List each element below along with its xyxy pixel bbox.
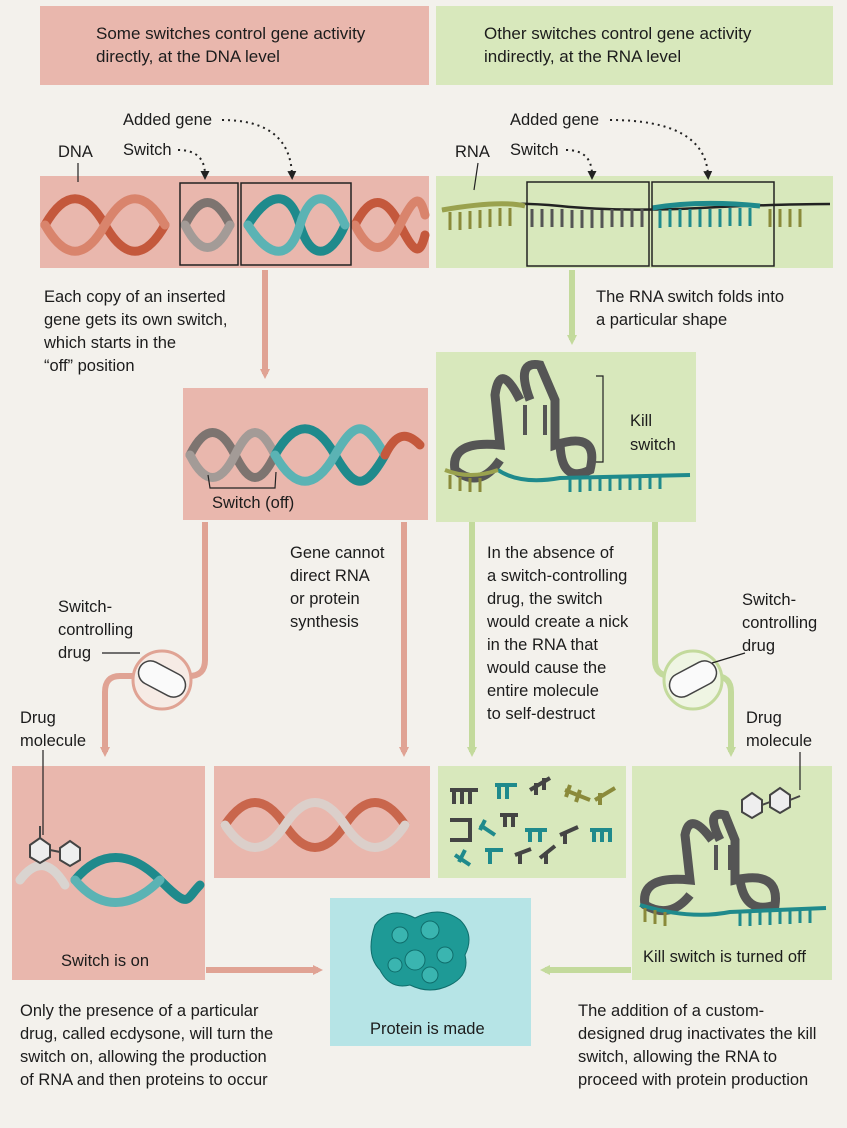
left-switch-label: Switch [123,139,172,161]
left-drug-molecule-icon [30,826,80,866]
left-caption-1-line-4: “off” position [44,355,135,377]
absence-caption-line-1: In the absence of [487,542,614,564]
absence-caption-line-8: to self-destruct [487,703,595,725]
right-header-text: Other switches control gene activity ind… [484,22,774,68]
bottom-right-caption-line-4: proceed with protein production [578,1069,808,1091]
right-drug-molecule-icon [742,788,800,818]
left-caption-1-line-2: gene gets its own switch, [44,309,227,331]
gene-cannot-line-2: direct RNA [290,565,370,587]
bottom-right-caption-line-3: switch, allowing the RNA to [578,1046,777,1068]
left-caption-1-line-1: Each copy of an inserted [44,286,226,308]
absence-caption-line-7: entire molecule [487,680,599,702]
left-caption-1-line-3: which starts in the [44,332,176,354]
dna-helix-inactive [225,803,405,848]
right-caption-1-line-2: a particular shape [596,309,727,331]
gene-cannot-line-1: Gene cannot [290,542,385,564]
bottom-left-caption-line-4: of RNA and then proteins to occur [20,1069,268,1091]
right-switch-label: Switch [510,139,559,161]
rna-strand-top [442,203,830,230]
dna-helix-switch-on [20,858,200,903]
protein-label: Protein is made [370,1018,485,1040]
right-drug-label-3: drug [742,635,775,657]
dna-helix-switch-off [190,429,420,482]
bottom-left-caption-line-2: drug, called ecdysone, will turn the [20,1023,273,1045]
kill-switch-label-2: switch [630,434,676,456]
left-header-text: Some switches control gene activity dire… [96,22,386,68]
right-molecule-label-2: molecule [746,730,812,752]
gene-cannot-line-3: or protein [290,588,360,610]
right-molecule-label-1: Drug [746,707,782,729]
kill-off-label: Kill switch is turned off [643,946,806,968]
left-drug-label-3: drug [58,642,91,664]
absence-caption-line-2: a switch-controlling [487,565,627,587]
bottom-right-caption-line-1: The addition of a custom- [578,1000,764,1022]
right-drug-pill-icon [664,651,722,709]
right-drug-label-2: controlling [742,612,817,634]
kill-switch-label-1: Kill [630,410,652,432]
switch-on-label: Switch is on [61,950,149,972]
rna-label: RNA [455,141,490,163]
protein-icon [371,912,469,990]
left-drug-pill-icon [133,651,191,709]
kill-switch-off-rna [640,814,826,926]
absence-caption-line-3: drug, the switch [487,588,603,610]
left-connectors [105,270,404,970]
kill-switch-rna [445,364,690,492]
absence-caption-line-5: in the RNA that [487,634,598,656]
right-drug-label-1: Switch- [742,589,796,611]
left-drug-label-2: controlling [58,619,133,641]
absence-caption-line-4: would create a nick [487,611,628,633]
left-molecule-label-1: Drug [20,707,56,729]
right-added-gene-label: Added gene [510,109,599,131]
left-drug-label-1: Switch- [58,596,112,618]
gene-cannot-line-4: synthesis [290,611,359,633]
left-added-gene-label: Added gene [123,109,212,131]
rna-fragments [450,778,615,865]
absence-caption-line-6: would cause the [487,657,606,679]
right-caption-1-line-1: The RNA switch folds into [596,286,784,308]
dna-helix-top [45,199,425,252]
bottom-right-caption-line-2: designed drug inactivates the kill [578,1023,816,1045]
bottom-left-caption-line-1: Only the presence of a particular [20,1000,258,1022]
left-molecule-label-2: molecule [20,730,86,752]
switch-off-label: Switch (off) [212,492,294,514]
dna-label: DNA [58,141,93,163]
bottom-left-caption-line-3: switch on, allowing the production [20,1046,267,1068]
